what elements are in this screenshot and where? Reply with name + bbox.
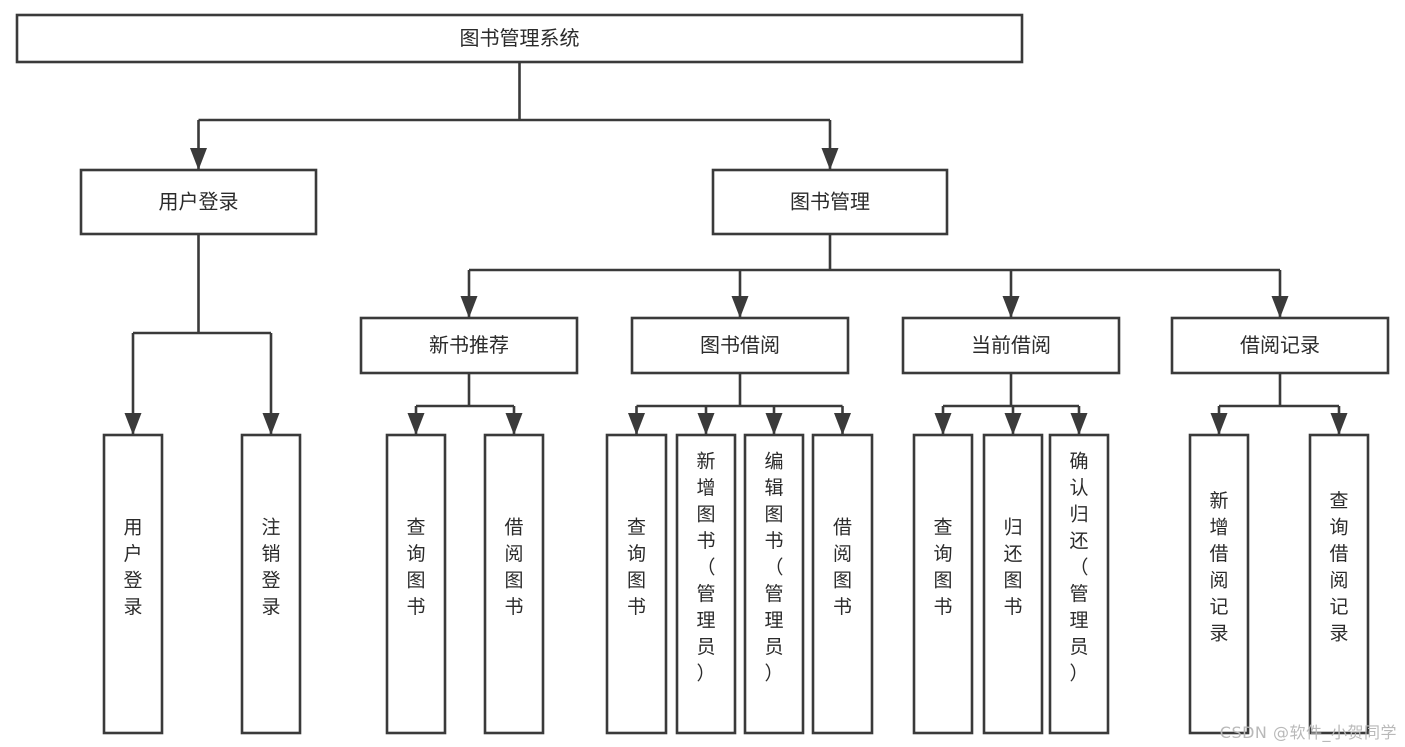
node-l3_12[interactable]: 查询借阅记录 <box>1308 433 1370 735</box>
node-l3_10[interactable]: 确认归还（管理员） <box>1048 433 1110 735</box>
node-l3_5[interactable]: 新增图书（管理员） <box>675 433 737 735</box>
node-l3_11[interactable]: 新增借阅记录 <box>1188 433 1250 735</box>
node-l2_1[interactable]: 图书借阅 <box>630 316 850 375</box>
node-l1_0[interactable]: 用户登录 <box>79 168 318 236</box>
connectors-layer <box>124 62 1348 435</box>
node-box-l3_4[interactable] <box>605 433 668 735</box>
node-box-l3_11[interactable] <box>1188 433 1250 735</box>
node-box-l1_1[interactable] <box>711 168 949 236</box>
node-box-l2_1[interactable] <box>630 316 850 375</box>
node-box-l3_10[interactable] <box>1048 433 1110 735</box>
node-l3_6[interactable]: 编辑图书（管理员） <box>743 433 805 735</box>
node-l2_2[interactable]: 当前借阅 <box>901 316 1121 375</box>
arrow-head-icon <box>1271 296 1289 318</box>
node-box-l2_0[interactable] <box>359 316 579 375</box>
node-label-l3_2: 查询图书 <box>406 517 425 619</box>
node-l3_9[interactable]: 归还图书 <box>982 433 1044 735</box>
node-label-l3_11: 新增借阅记录 <box>1209 490 1228 644</box>
node-box-l2_3[interactable] <box>1170 316 1390 375</box>
node-box-root[interactable] <box>15 13 1024 64</box>
node-label-l3_4: 查询图书 <box>627 517 646 619</box>
arrow-head-icon <box>190 148 207 170</box>
node-l3_7[interactable]: 借阅图书 <box>811 433 874 735</box>
node-label-l3_7: 借阅图书 <box>833 517 852 619</box>
arrow-head-icon <box>1070 413 1088 435</box>
arrow-head-icon <box>821 148 839 170</box>
arrow-head-icon <box>934 413 952 435</box>
node-box-l3_1[interactable] <box>240 433 302 735</box>
node-box-l3_5[interactable] <box>675 433 737 735</box>
node-root[interactable]: 图书管理系统 <box>15 13 1024 64</box>
node-label-root: 图书管理系统 <box>460 26 580 50</box>
arrow-head-icon <box>628 413 645 435</box>
node-label-l1_1: 图书管理 <box>790 190 870 214</box>
arrow-head-icon <box>834 413 851 435</box>
arrow-head-icon <box>1210 413 1228 435</box>
node-box-l2_2[interactable] <box>901 316 1121 375</box>
node-box-l3_3[interactable] <box>483 433 545 735</box>
node-l3_0[interactable]: 用户登录 <box>102 433 164 735</box>
node-l3_2[interactable]: 查询图书 <box>385 433 447 735</box>
arrow-head-icon <box>124 413 142 435</box>
arrow-head-icon <box>765 413 783 435</box>
node-label-l1_0: 用户登录 <box>159 190 239 214</box>
node-label-l3_0: 用户登录 <box>123 517 142 619</box>
node-l2_0[interactable]: 新书推荐 <box>359 316 579 375</box>
node-l3_1[interactable]: 注销登录 <box>240 433 302 735</box>
node-l2_3[interactable]: 借阅记录 <box>1170 316 1390 375</box>
node-label-l2_2: 当前借阅 <box>971 333 1051 357</box>
arrow-head-icon <box>505 413 523 435</box>
node-label-l2_1: 图书借阅 <box>700 333 780 357</box>
node-l3_8[interactable]: 查询图书 <box>912 433 974 735</box>
arrow-head-icon <box>1002 296 1020 318</box>
node-label-l2_0: 新书推荐 <box>429 333 509 357</box>
node-label-l3_1: 注销登录 <box>261 517 280 619</box>
arrow-head-icon <box>731 296 749 318</box>
arrow-head-icon <box>460 296 478 318</box>
node-box-l3_12[interactable] <box>1308 433 1370 735</box>
node-l1_1[interactable]: 图书管理 <box>711 168 949 236</box>
node-box-l3_6[interactable] <box>743 433 805 735</box>
node-box-l3_9[interactable] <box>982 433 1044 735</box>
node-box-l3_7[interactable] <box>811 433 874 735</box>
arrow-head-icon <box>1330 413 1348 435</box>
node-label-l3_9: 归还图书 <box>1003 517 1022 619</box>
node-l3_4[interactable]: 查询图书 <box>605 433 668 735</box>
csdn-watermark: CSDN @软件_小贺同学 <box>1219 723 1397 742</box>
node-label-l3_5: 新增图书（管理员） <box>696 450 715 684</box>
node-l3_3[interactable]: 借阅图书 <box>483 433 545 735</box>
arrow-head-icon <box>1004 413 1022 435</box>
nodes-layer: 图书管理系统用户登录图书管理新书推荐图书借阅当前借阅借阅记录用户登录注销登录查询… <box>15 13 1390 735</box>
node-label-l3_3: 借阅图书 <box>504 517 523 619</box>
node-label-l2_3: 借阅记录 <box>1240 333 1320 357</box>
node-box-l3_0[interactable] <box>102 433 164 735</box>
node-box-l3_2[interactable] <box>385 433 447 735</box>
arrow-head-icon <box>262 413 280 435</box>
node-label-l3_8: 查询图书 <box>933 517 952 619</box>
node-label-l3_6: 编辑图书（管理员） <box>764 450 783 684</box>
node-box-l3_8[interactable] <box>912 433 974 735</box>
node-label-l3_12: 查询借阅记录 <box>1329 490 1348 644</box>
arrow-head-icon <box>407 413 425 435</box>
arrow-head-icon <box>697 413 715 435</box>
node-box-l1_0[interactable] <box>79 168 318 236</box>
node-label-l3_10: 确认归还（管理员） <box>1069 450 1088 684</box>
